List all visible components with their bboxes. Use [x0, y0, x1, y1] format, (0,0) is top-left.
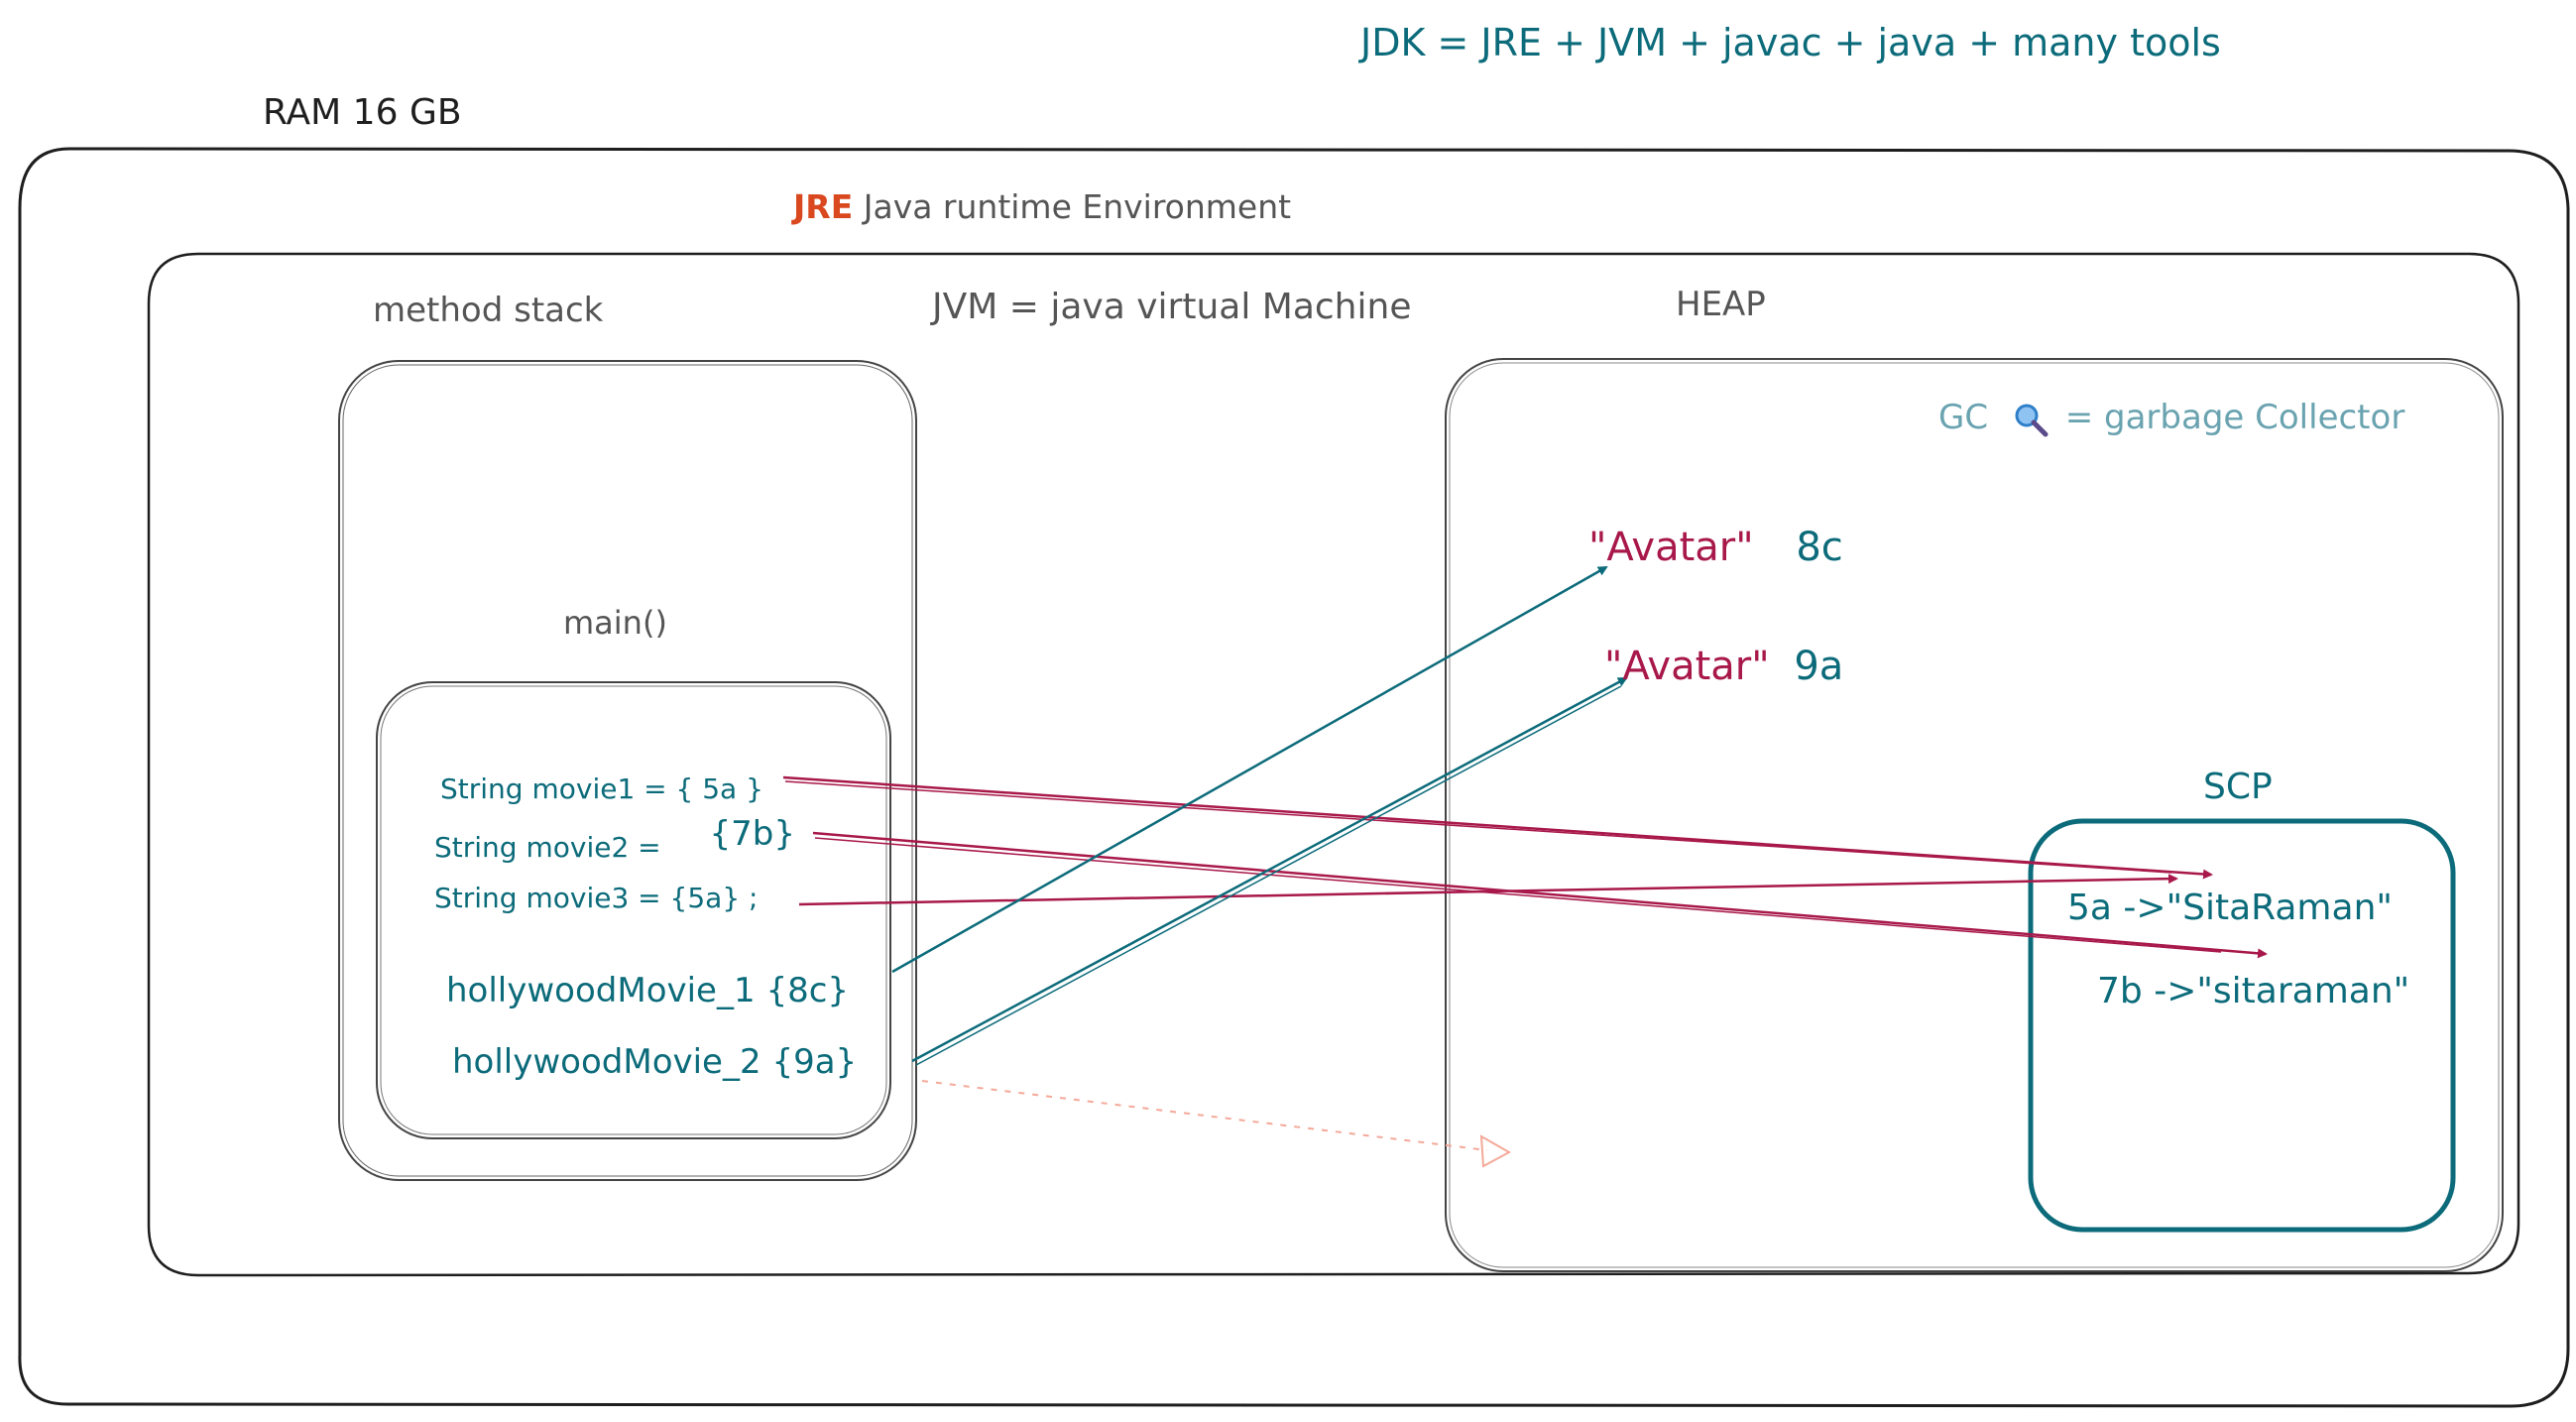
gc-prefix: GC: [1938, 398, 1989, 437]
jre-description: Java runtime Environment: [863, 187, 1292, 226]
variable-hollywood2: hollywoodMovie_2 {9a}: [452, 1045, 857, 1079]
heap-object-value: "Avatar": [1604, 644, 1770, 689]
arrow-movie1-to-5a: [782, 775, 2213, 880]
gc-label: GC = garbage Collector: [1938, 401, 2404, 437]
arrow-hollywood1-to-8c: [891, 565, 1608, 974]
scp-entry-7b: 7b ->"sitaraman": [2097, 974, 2409, 1009]
arrow-hollywood2-to-9a: [911, 676, 1628, 1063]
main-frame-label: main(): [563, 604, 667, 642]
jre-box: [147, 252, 2520, 1277]
arrow-movie2-to-7b: [812, 831, 2268, 959]
scp-entry-value: "sitaraman": [2196, 971, 2410, 1011]
variable-ref: {5a} ;: [669, 882, 759, 914]
ram-label: RAM 16 GB: [263, 92, 462, 133]
variable-ref: {9a}: [771, 1042, 858, 1082]
jdk-formula: JDK = JRE + JVM + javac + java + many to…: [1360, 21, 2221, 64]
scp-entry-address: 5a ->: [2067, 888, 2166, 928]
heap-title: HEAP: [1676, 285, 1766, 324]
jvm-label: JVM = java virtual Machine: [932, 287, 1412, 327]
scp-entry-5a: 5a ->"SitaRaman": [2067, 890, 2393, 926]
jre-title: JRE Java runtime Environment: [793, 190, 1291, 223]
method-stack-title: method stack: [373, 291, 604, 330]
variable-movie1: String movie1 = { 5a }: [440, 775, 763, 803]
heap-object-address: 8c: [1796, 525, 1843, 570]
arrow-movie3-to-5a: [798, 874, 2178, 906]
magnifier-icon: [2013, 402, 2049, 437]
variable-movie2: String movie2 = {7b}: [434, 817, 795, 864]
heap-object-8c: "Avatar" 8c: [1588, 528, 1843, 567]
heap-box: [1445, 358, 2504, 1272]
ram-box: [18, 147, 2570, 1408]
scp-entry-address: 7b ->: [2097, 971, 2197, 1011]
variable-ref: {8c}: [765, 971, 850, 1010]
gc-suffix: = garbage Collector: [2064, 398, 2405, 437]
heap-object-value: "Avatar": [1588, 525, 1754, 570]
variable-name: hollywoodMovie_2: [452, 1042, 761, 1082]
scp-box: [2028, 818, 2456, 1233]
heap-object-9a: "Avatar" 9a: [1604, 647, 1843, 686]
method-stack-box: [338, 360, 917, 1181]
heap-object-address: 9a: [1794, 644, 1844, 689]
variable-name: hollywoodMovie_1: [446, 971, 756, 1010]
faded-dashed-arrow: [921, 1080, 1488, 1151]
variable-ref: {7b}: [709, 814, 796, 854]
main-frame-box: [376, 681, 891, 1139]
variable-name: String movie3 =: [434, 882, 661, 914]
variable-name: String movie1 =: [440, 772, 667, 805]
jre-tag: JRE: [793, 187, 854, 226]
variable-name: String movie2 =: [434, 831, 661, 864]
variable-movie3: String movie3 = {5a} ;: [434, 885, 758, 912]
variable-hollywood1: hollywoodMovie_1 {8c}: [446, 974, 849, 1007]
variable-ref: { 5a }: [675, 772, 763, 805]
scp-entry-value: "SitaRaman": [2166, 888, 2393, 928]
scp-title: SCP: [2203, 767, 2273, 807]
